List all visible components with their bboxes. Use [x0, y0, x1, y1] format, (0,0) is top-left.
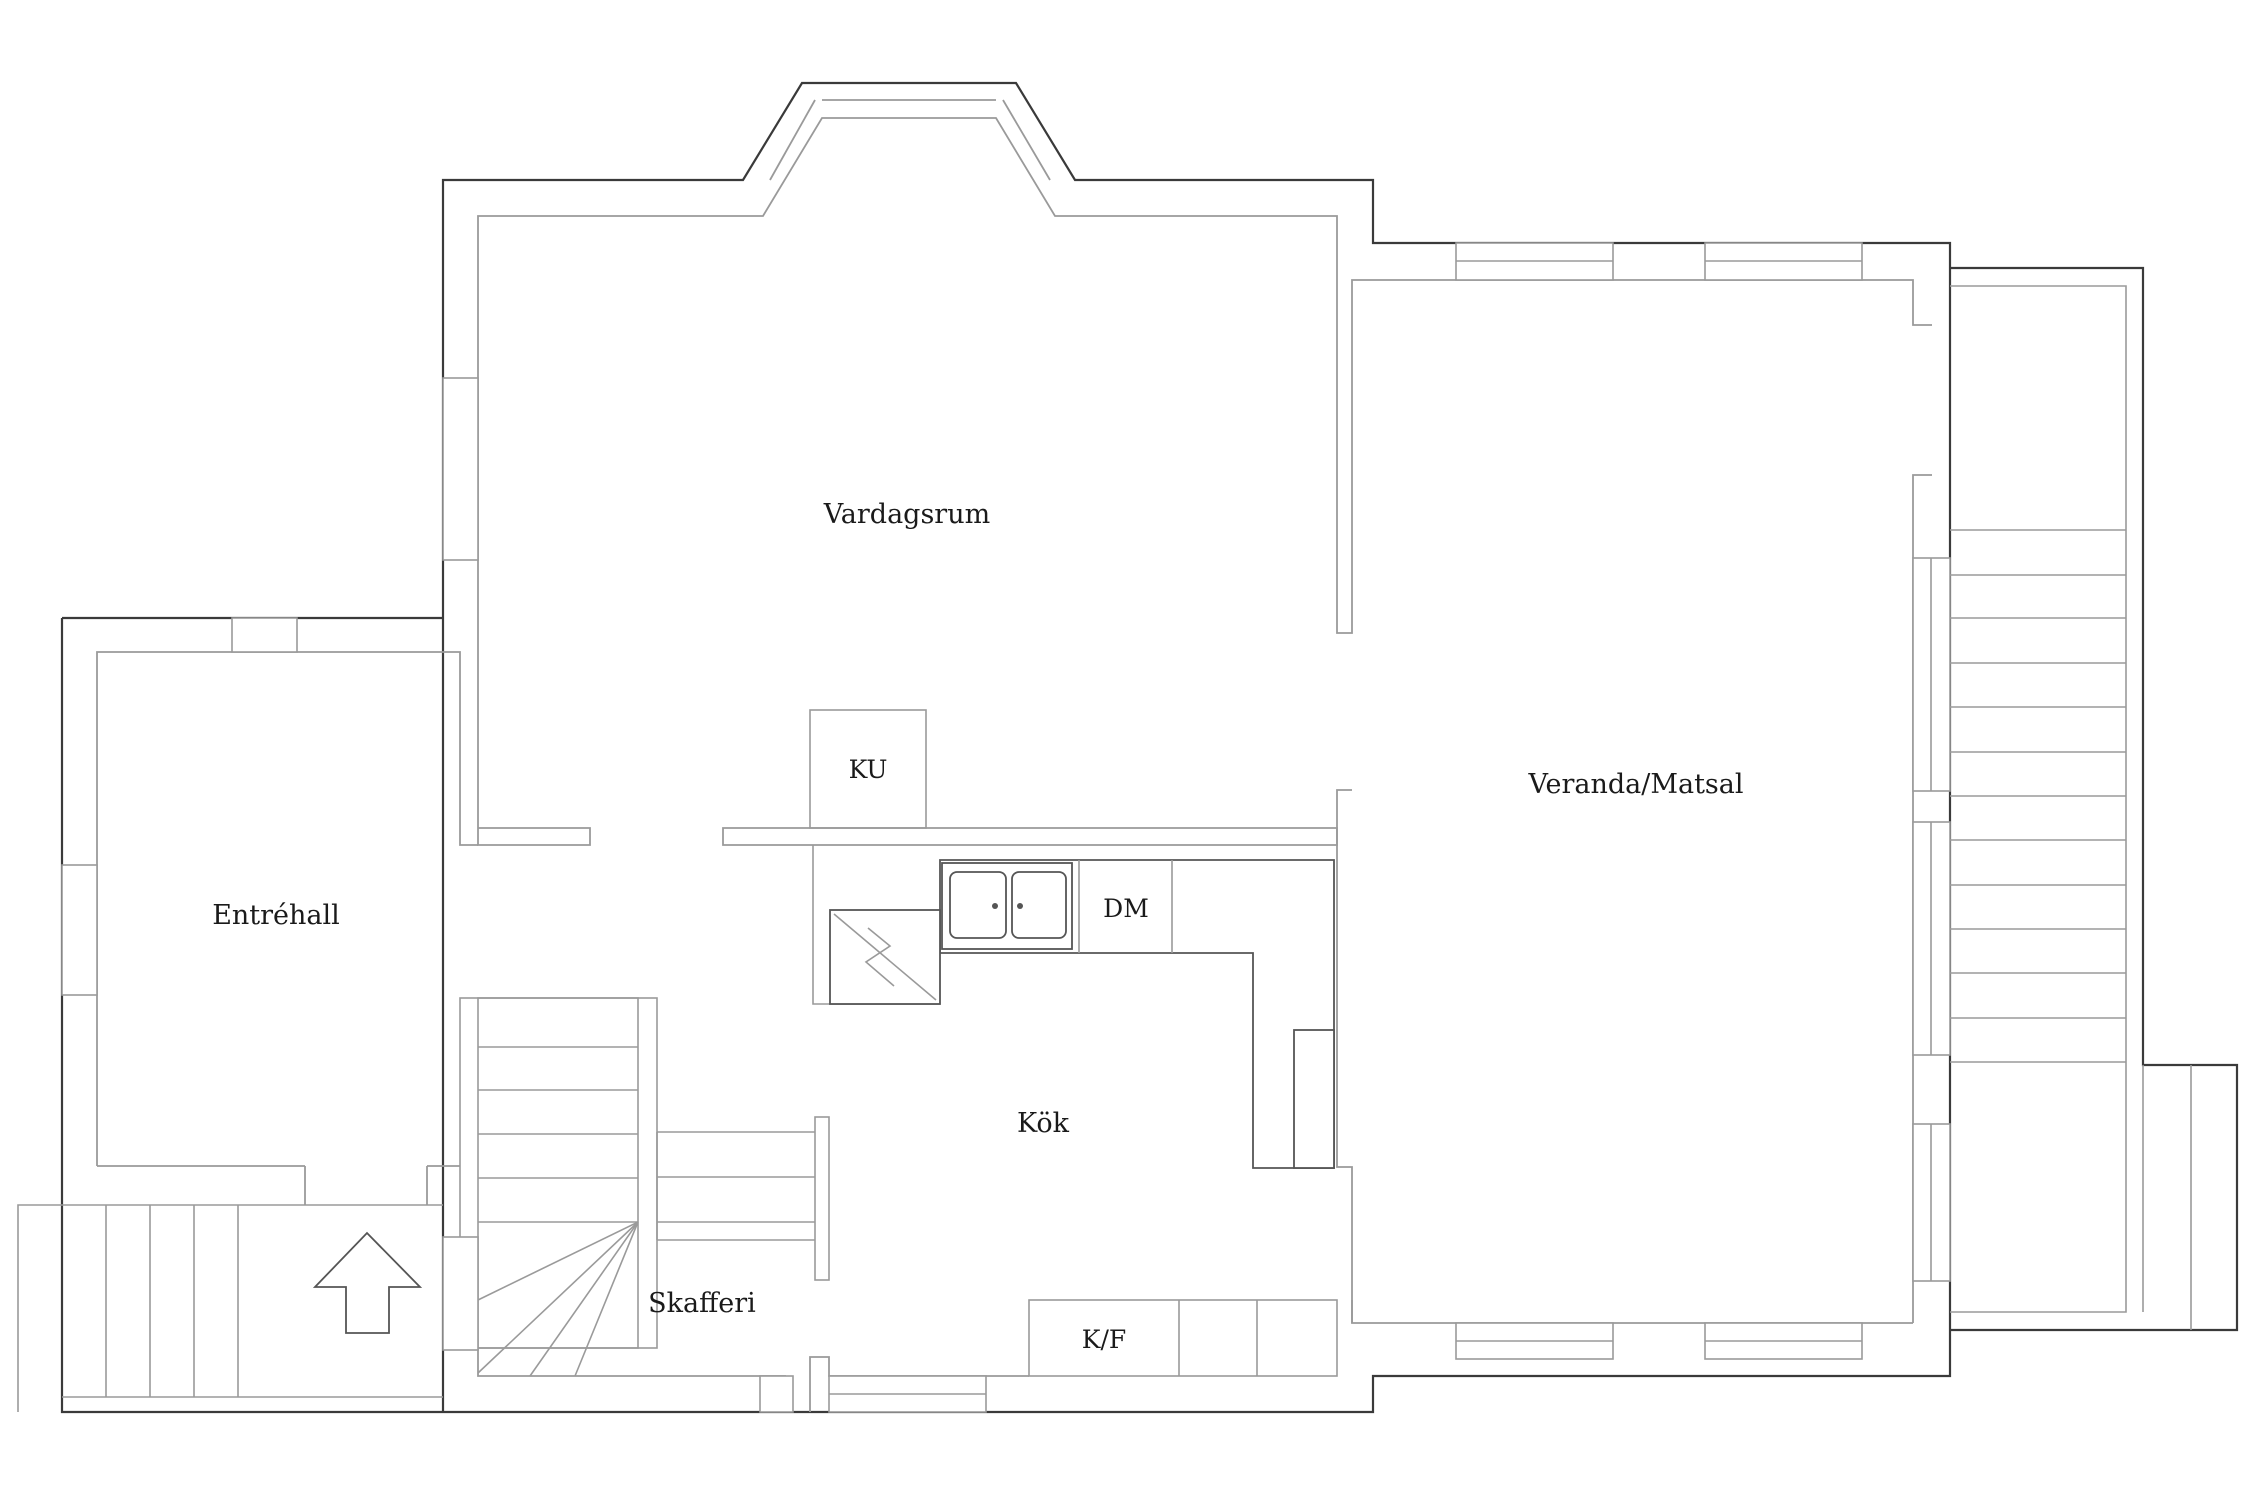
living-room-wall [477, 117, 1932, 828]
chimney-icon [829, 909, 941, 1005]
room-label-kok: Kök [1017, 1108, 1070, 1139]
staircase [459, 997, 830, 1377]
entrance-porch [17, 1204, 62, 1412]
veranda-deck [1950, 266, 2239, 1332]
hall-wall [96, 651, 478, 1166]
room-label-vardagsrum: Vardagsrum [823, 499, 990, 530]
exterior-wall [60, 81, 1952, 1414]
bay-window [1002, 99, 1051, 181]
bottom-counter [1028, 1299, 1338, 1377]
veranda-wall-bottom [1336, 789, 1913, 1324]
ku-cabinet [809, 709, 927, 829]
room-label-veranda: Veranda/Matsal [1527, 769, 1743, 800]
windows [61, 242, 1951, 1413]
counter-cabinet [1293, 1029, 1335, 1169]
room-label-skafferi: Skafferi [648, 1288, 756, 1319]
kitchen-partition [722, 827, 1338, 846]
entrance-arrow-icon [312, 1231, 423, 1334]
entrance-steps [105, 1205, 239, 1397]
veranda-deck-inner [1950, 285, 2127, 1313]
bay-window [769, 99, 816, 181]
veranda-stairs [1950, 529, 2126, 1063]
room-label-entrehall: Entréhall [212, 900, 340, 931]
living-room-partition [477, 827, 591, 846]
pantry-wall [477, 1348, 786, 1412]
fixture-label-kf: K/F [1082, 1325, 1126, 1354]
fixture-label-ku: KU [849, 755, 888, 784]
double-sink-icon [941, 862, 1073, 950]
fixture-label-dm: DM [1103, 894, 1149, 923]
